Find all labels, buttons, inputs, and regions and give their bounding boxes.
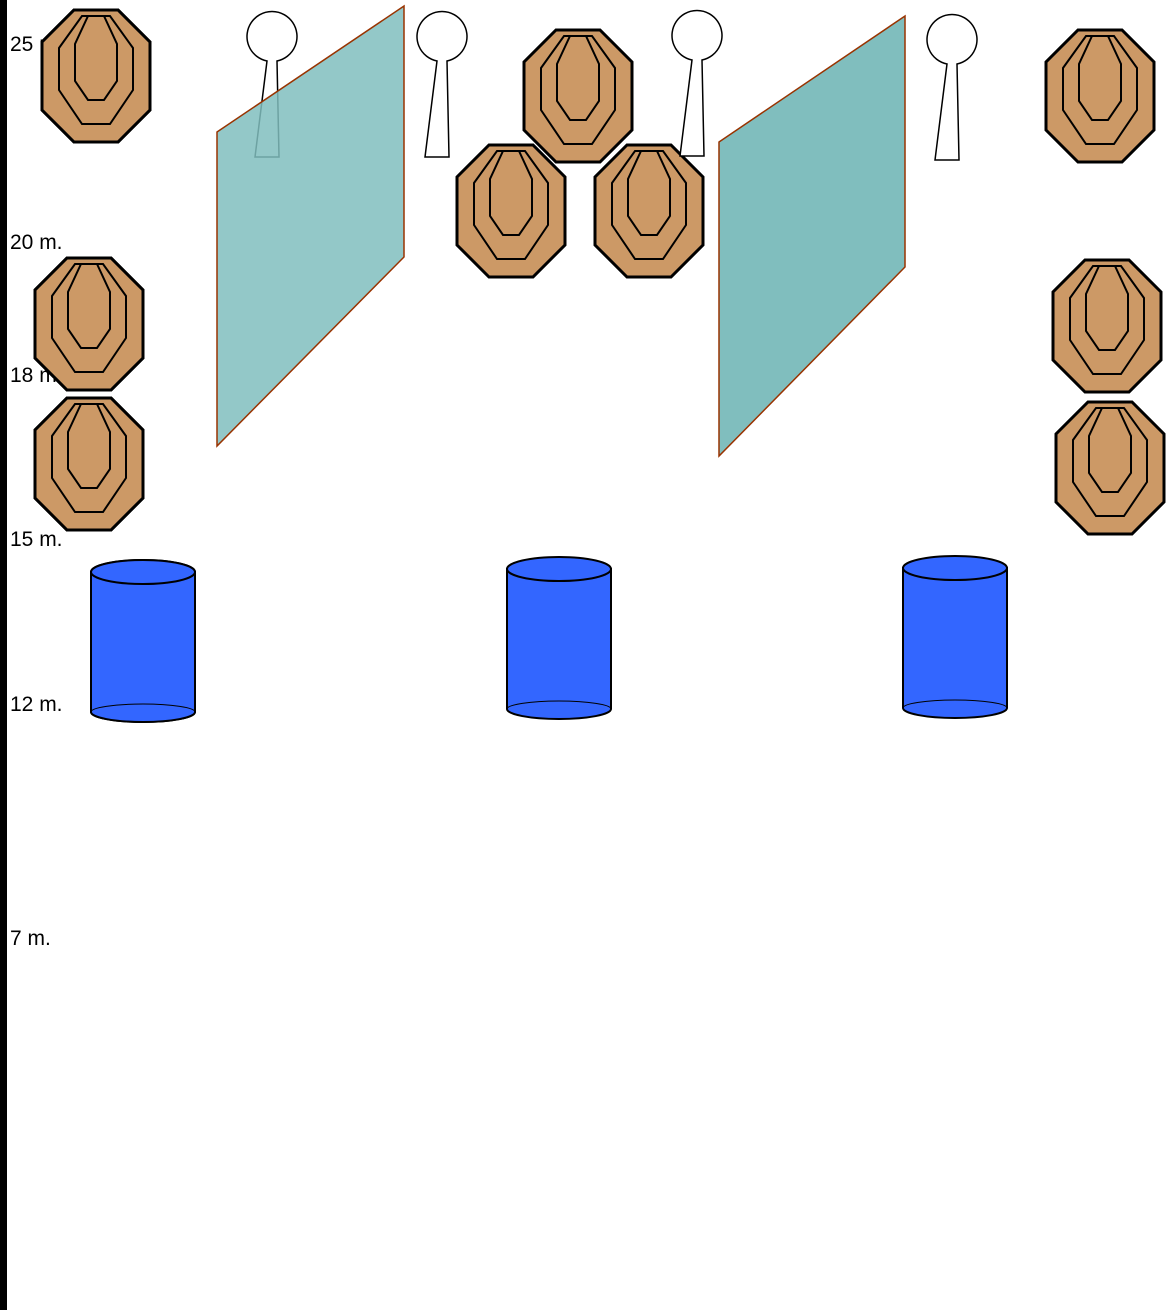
distance-label-12m: 12 m. bbox=[10, 694, 63, 715]
wall-panel-icon bbox=[719, 16, 905, 456]
steel-popper-icon bbox=[927, 15, 977, 160]
barrel-icon bbox=[507, 557, 611, 719]
distance-label-18m: 18 m. bbox=[10, 365, 63, 386]
wall-panel-icon bbox=[217, 6, 404, 446]
paper-target-icon bbox=[595, 145, 703, 277]
paper-target-icon bbox=[524, 30, 632, 162]
distance-label-7m: 7 m. bbox=[10, 928, 51, 949]
steel-popper-icon bbox=[417, 12, 467, 157]
paper-target-icon bbox=[42, 10, 150, 142]
paper-target-icon bbox=[457, 145, 565, 277]
barrel-icon bbox=[903, 556, 1007, 718]
steel-popper-icon bbox=[672, 11, 722, 156]
distance-label-25m: 25 m. bbox=[10, 34, 63, 55]
paper-target-icon bbox=[35, 398, 143, 530]
distance-label-15m: 15 m. bbox=[10, 529, 63, 550]
paper-target-icon bbox=[1046, 30, 1154, 162]
distance-label-20m: 20 m. bbox=[10, 232, 63, 253]
paper-target-icon bbox=[1053, 260, 1161, 392]
paper-target-icon bbox=[1056, 402, 1164, 534]
barrel-icon bbox=[91, 560, 195, 722]
